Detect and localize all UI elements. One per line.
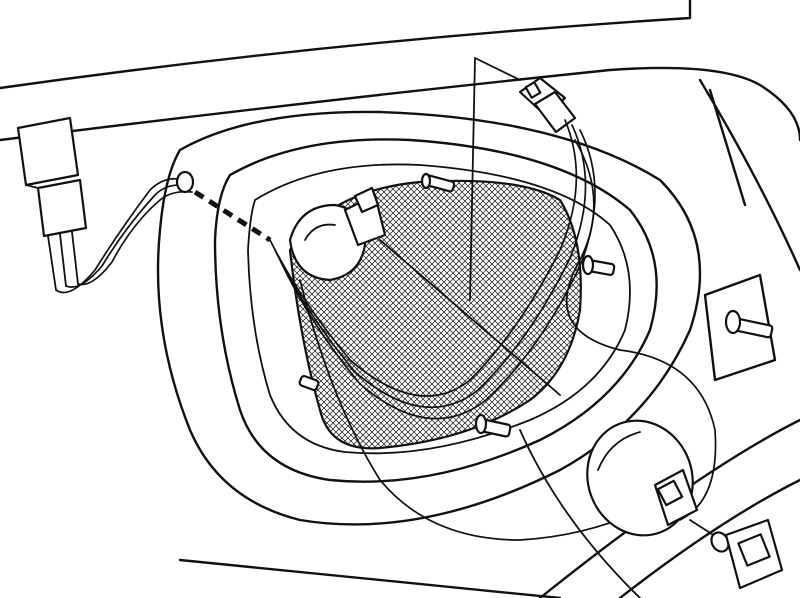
lamp-housing — [156, 110, 702, 526]
left-connector — [16, 116, 88, 291]
stud-top — [420, 172, 456, 193]
stud-right — [581, 254, 616, 276]
bulb-cap — [586, 419, 699, 537]
stud-bottom — [474, 413, 512, 438]
bulb-plug — [689, 518, 784, 590]
bulb-socket — [288, 186, 387, 282]
leader-lines — [379, 57, 561, 396]
side-bracket — [703, 273, 777, 382]
stud-left — [298, 374, 320, 392]
wire-harness — [55, 119, 717, 541]
